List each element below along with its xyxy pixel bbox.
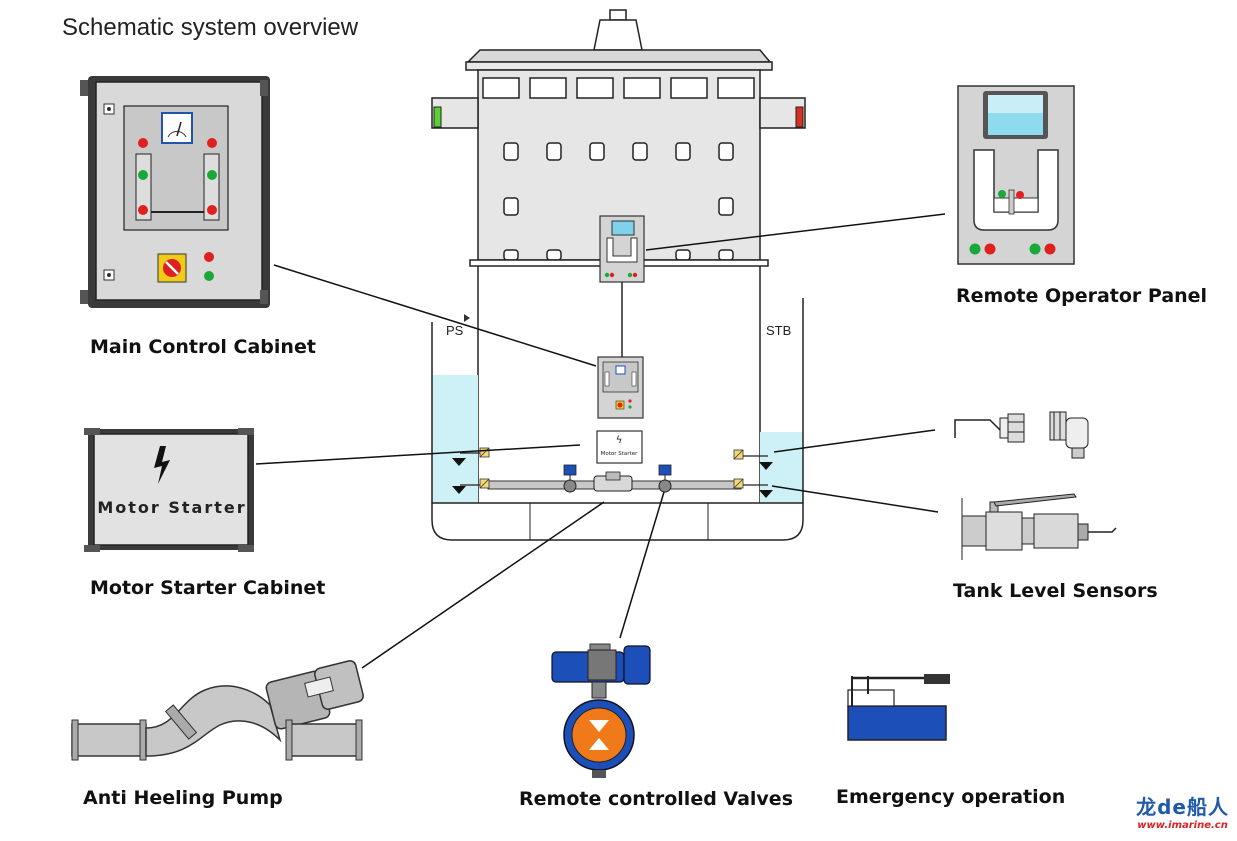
motor-starter-large-text: Motor Starter <box>97 498 246 517</box>
ship-motor-starter: ϟ Motor Starter <box>596 430 643 464</box>
stb-tank-label: STB <box>766 323 791 338</box>
remote-controlled-valve-illustration <box>551 643 651 778</box>
emergency-operation-illustration <box>847 674 950 741</box>
piping <box>452 447 773 498</box>
label-tank-level-sensors: Tank Level Sensors <box>953 580 1158 602</box>
page-title: Schematic system overview <box>62 14 359 41</box>
ps-tank-label: PS <box>446 323 464 338</box>
main-control-cabinet-illustration <box>80 76 270 308</box>
watermark-logo-text: 龙de船人 <box>1136 795 1229 819</box>
connector-lines <box>255 213 946 669</box>
ship-hull <box>431 266 804 541</box>
ship-motor-starter-text: Motor Starter <box>601 451 638 457</box>
ship-operator-panel <box>599 215 645 283</box>
watermark-url: www.imarine.cn <box>1137 820 1228 831</box>
label-emergency-operation: Emergency operation <box>836 786 1066 808</box>
svg-text:ϟ: ϟ <box>616 435 623 446</box>
ps-tank-water <box>432 375 478 503</box>
label-remote-controlled-valves: Remote controlled Valves <box>519 788 794 810</box>
label-anti-heeling-pump: Anti Heeling Pump <box>83 787 283 809</box>
motor-starter-cabinet-illustration: Motor Starter <box>84 428 254 552</box>
anti-heeling-pump-illustration <box>71 660 364 761</box>
watermark: 龙de船人 www.imarine.cn <box>1136 791 1229 831</box>
label-remote-operator-panel: Remote Operator Panel <box>956 285 1208 307</box>
label-main-control-cabinet: Main Control Cabinet <box>90 336 316 358</box>
remote-operator-panel-illustration <box>957 85 1075 265</box>
tank-level-sensors-illustration <box>954 411 1117 560</box>
ship-main-control-cabinet <box>597 356 644 419</box>
label-motor-starter-cabinet: Motor Starter Cabinet <box>90 577 326 599</box>
